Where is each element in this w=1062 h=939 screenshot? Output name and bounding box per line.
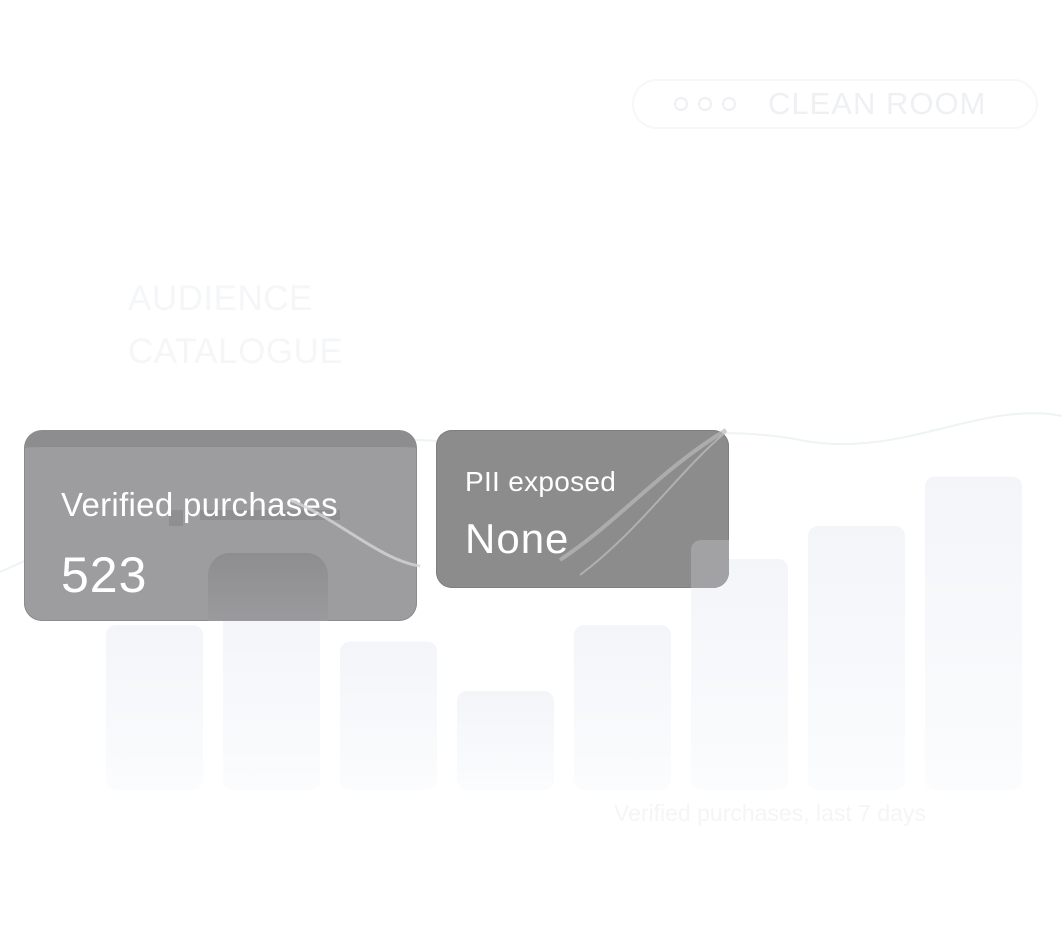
chart-bar — [691, 559, 788, 790]
chart-bar — [223, 608, 320, 790]
page-title: AUDIENCE CATALOGUE — [128, 279, 344, 371]
verified-purchases-card[interactable]: Verified purchases 523 — [24, 430, 417, 621]
window-dot-icon[interactable] — [674, 97, 688, 111]
chart-bar — [457, 691, 554, 790]
verified-purchases-value: 523 — [61, 547, 148, 603]
pii-exposed-card[interactable]: PII exposed None — [436, 430, 729, 588]
pii-exposed-value: None — [465, 515, 570, 562]
chart-bar — [808, 526, 905, 790]
card-decoration — [169, 510, 183, 526]
card-corner-tab — [691, 540, 729, 588]
chart-title: Verified purchases, last 7 days — [614, 800, 926, 826]
window-dot-icon[interactable] — [722, 97, 736, 111]
window-dot-icon[interactable] — [698, 97, 712, 111]
verified-purchases-label: Verified purchases — [61, 486, 338, 523]
window-title-pill: CLEAN ROOM — [632, 79, 1038, 129]
window-title: CLEAN ROOM — [768, 86, 987, 121]
chart-bar — [340, 641, 437, 790]
pii-exposed-label: PII exposed — [465, 466, 617, 497]
chart-bar — [925, 476, 1022, 790]
chart-bar — [106, 625, 203, 790]
card-decoration — [200, 510, 340, 520]
chart-bar — [574, 625, 671, 790]
card-notch — [208, 553, 328, 621]
